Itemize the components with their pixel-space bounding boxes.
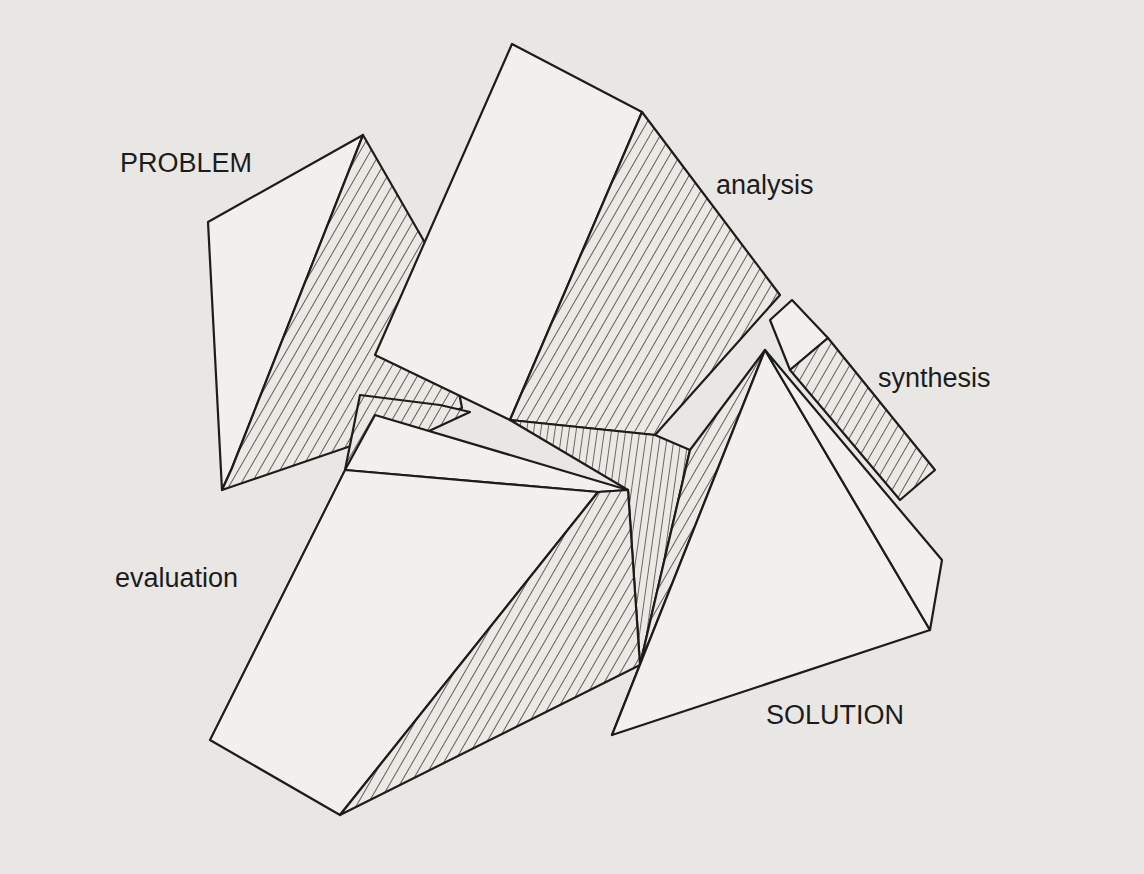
evaluation-block [210, 415, 640, 815]
part-label: SOLUTION [766, 702, 904, 729]
part-label: PROBLEM [120, 150, 252, 177]
part-label: synthesis [878, 365, 991, 392]
solution-pyramid [612, 350, 942, 735]
part-label: evaluation [115, 565, 238, 592]
analysis-block [375, 44, 780, 435]
part-label: analysis [716, 172, 814, 199]
